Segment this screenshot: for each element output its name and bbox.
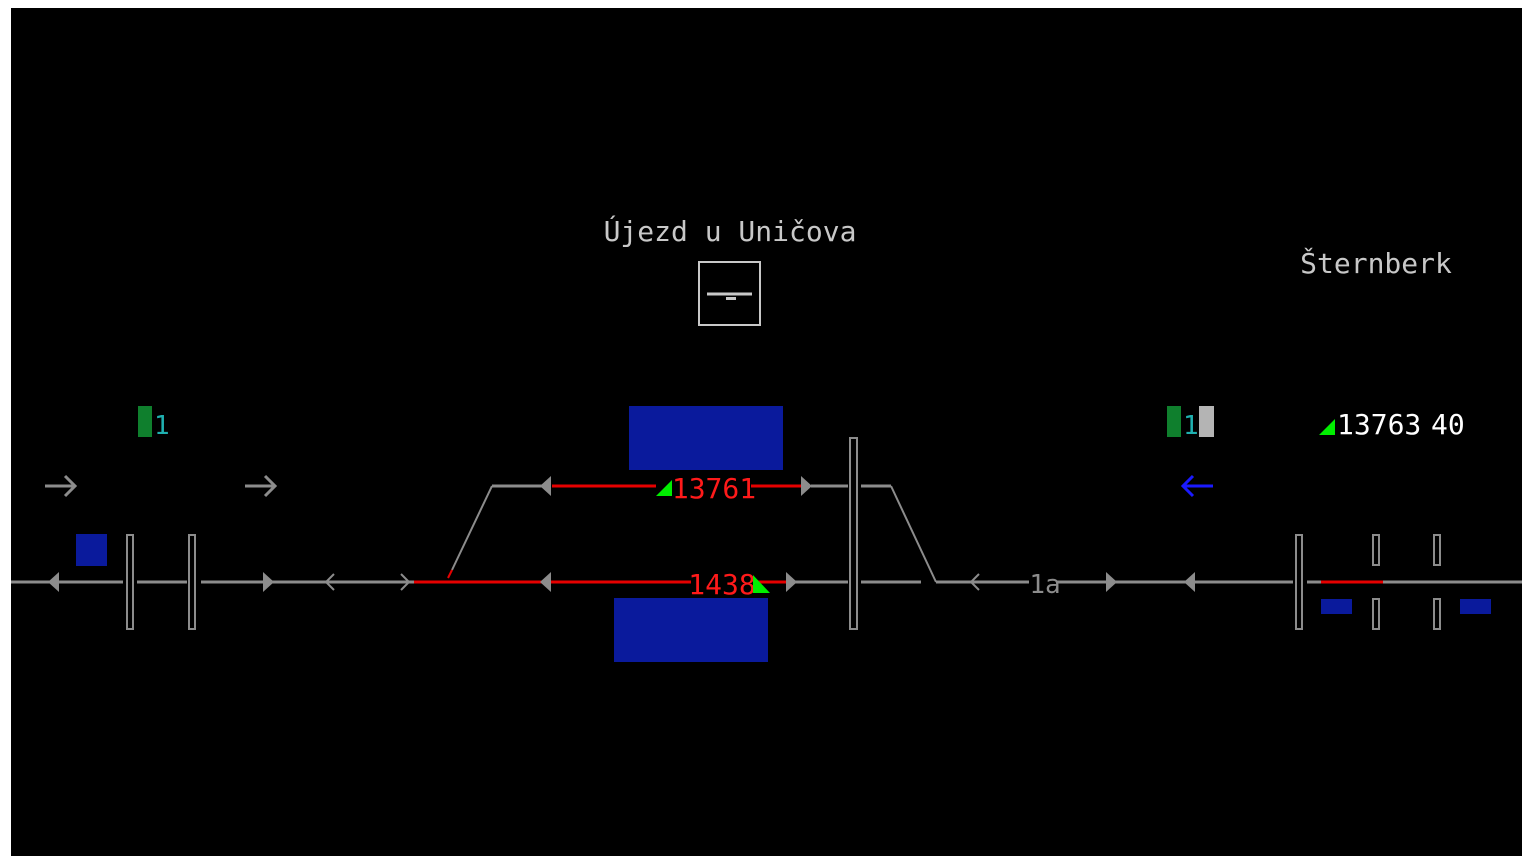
signal-lower-left[interactable] [540, 572, 551, 592]
railway-display-screen: Újezd u Uničova Šternberk [11, 8, 1522, 856]
train-direction-marker-lower [753, 575, 770, 593]
station-office-icon[interactable] [698, 261, 761, 326]
station-name-right: Šternberk [1300, 246, 1452, 280]
signal-entry-right[interactable] [1184, 572, 1195, 592]
train-direction-marker-upper [656, 480, 672, 496]
train-number-upper[interactable]: 13761 [672, 472, 756, 505]
train-number-approaching[interactable]: 13763 [1337, 408, 1421, 441]
track-chevrons [324, 573, 980, 591]
signal-upper-right[interactable] [801, 476, 812, 496]
signal-upper-left[interactable] [540, 476, 551, 496]
block-number-right: 1 [1183, 411, 1199, 441]
train-direction-marker-approaching [1319, 419, 1335, 435]
block-indicator-right-grey[interactable] [1199, 406, 1214, 437]
station-name-main: Újezd u Uničova [604, 214, 857, 248]
block-indicator-left[interactable] [138, 406, 152, 437]
signal-left-2[interactable] [263, 572, 274, 592]
track-upper[interactable] [447, 484, 937, 583]
platform-right-small-2 [1460, 599, 1491, 614]
block-number-left: 1 [154, 411, 170, 441]
track-joints [126, 437, 1441, 630]
track-scheme: Újezd u Uničova Šternberk [11, 214, 1522, 662]
platform-upper [629, 406, 783, 470]
arrow-right-icon [245, 474, 278, 498]
signal-left-1[interactable] [48, 572, 59, 592]
platform-right-small-1 [1321, 599, 1352, 614]
track-label-1a: 1a [1029, 570, 1060, 600]
signal-markers [48, 476, 1195, 592]
train-number-lower[interactable]: 1438 [688, 568, 755, 601]
arrow-left-icon[interactable] [1180, 474, 1213, 498]
signal-1a-right[interactable] [1106, 572, 1117, 592]
platform-lower [614, 598, 768, 662]
platform-left-small [76, 534, 107, 566]
arrow-right-icon [45, 474, 78, 498]
block-indicator-right[interactable] [1167, 406, 1181, 437]
train-delay: 40 [1431, 408, 1465, 441]
signal-lower-right[interactable] [786, 572, 797, 592]
